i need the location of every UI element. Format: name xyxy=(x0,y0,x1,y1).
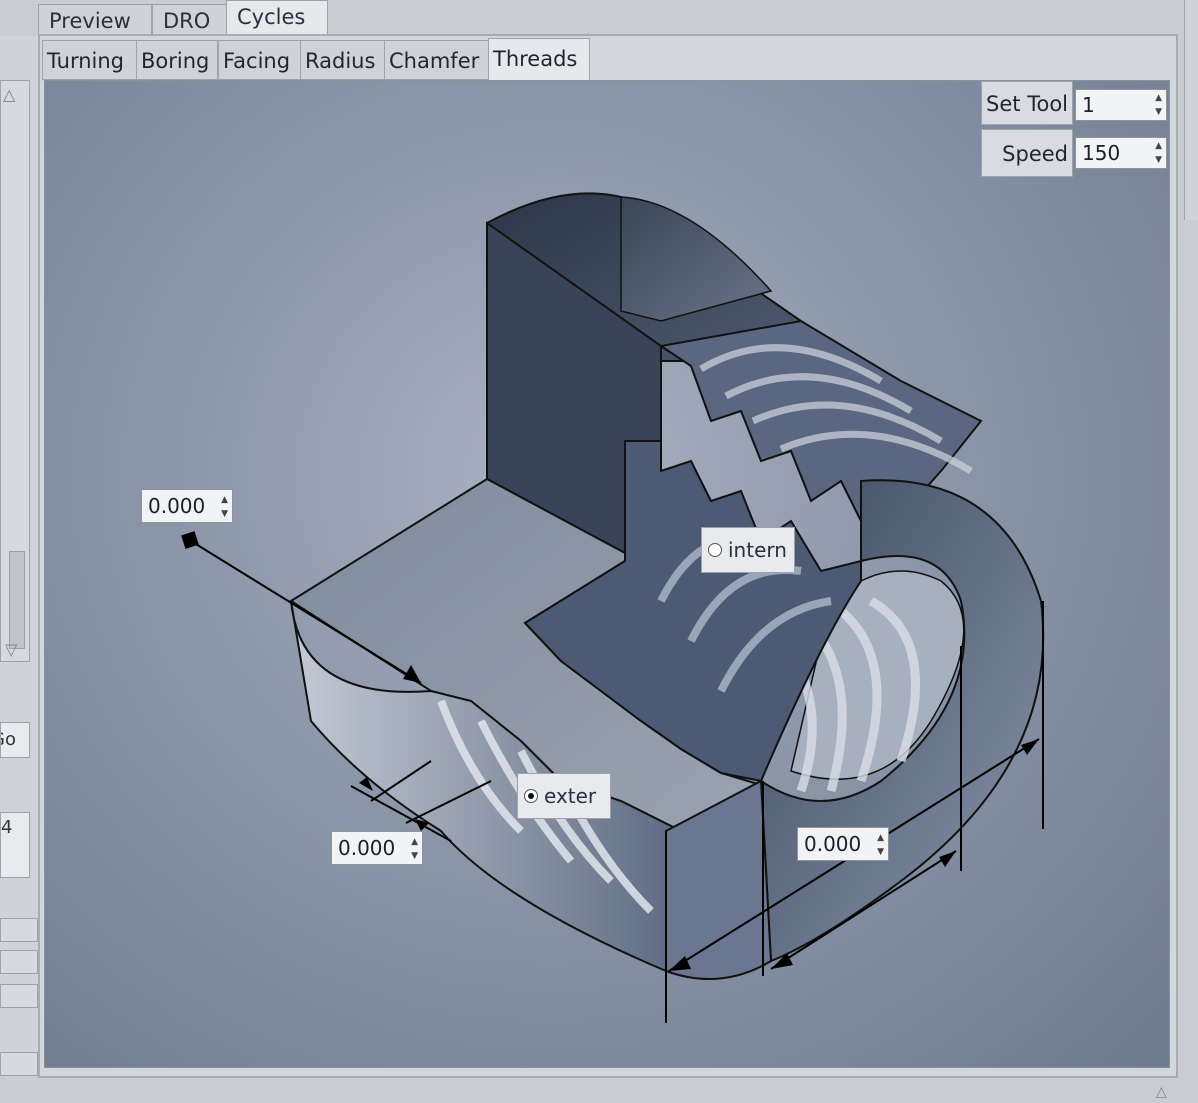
resize-up-icon[interactable]: △ xyxy=(1156,1084,1167,1100)
left-button-2[interactable] xyxy=(0,950,38,974)
pitch-value: 0.000 xyxy=(338,836,396,860)
left-number-field[interactable]: 4 xyxy=(0,812,30,878)
internal-radio-label: intern xyxy=(728,538,787,562)
spin-up-icon[interactable]: ▲ xyxy=(1155,141,1162,151)
tab-threads-label: Threads xyxy=(493,47,578,71)
tab-facing-label: Facing xyxy=(223,49,291,73)
tab-turning-label: Turning xyxy=(47,49,124,73)
set-tool-label-text: Set Tool xyxy=(986,92,1068,116)
pitch-spinbox[interactable]: 0.000 ▲ ▼ xyxy=(331,831,423,865)
thread-diagram-canvas: Set Tool 1 ▲ ▼ Speed 150 ▲ ▼ 0.000 ▲ ▼ 0… xyxy=(44,80,1170,1068)
scrollbar-thumb[interactable] xyxy=(9,551,25,649)
left-panel: △ ▽ Go 4 xyxy=(0,36,40,1076)
tab-turning[interactable]: Turning xyxy=(42,40,138,80)
set-tool-value: 1 xyxy=(1082,93,1095,117)
speed-value: 150 xyxy=(1082,141,1121,165)
radio-checked-icon xyxy=(524,789,538,803)
set-tool-spinbox[interactable]: 1 ▲ ▼ xyxy=(1075,89,1167,121)
external-radio-label: exter xyxy=(544,784,597,808)
set-tool-label: Set Tool xyxy=(981,81,1073,125)
spin-down-icon[interactable]: ▼ xyxy=(877,847,884,857)
spin-down-icon[interactable]: ▼ xyxy=(221,509,228,519)
external-radio[interactable]: exter xyxy=(517,773,611,819)
length-value: 0.000 xyxy=(804,832,862,856)
tab-radius[interactable]: Radius xyxy=(300,40,386,80)
go-button[interactable]: Go xyxy=(0,722,30,758)
spin-up-icon[interactable]: ▲ xyxy=(1155,93,1162,103)
right-scrollbar[interactable] xyxy=(1184,0,1198,220)
spin-up-icon[interactable]: ▲ xyxy=(877,833,884,843)
tab-cycles[interactable]: Cycles xyxy=(226,0,328,37)
tab-dro-label: DRO xyxy=(163,9,211,33)
tab-cycles-label: Cycles xyxy=(237,5,306,29)
tab-chamfer-label: Chamfer xyxy=(389,49,480,73)
thread-diagram xyxy=(181,192,1045,1023)
length-spinbox[interactable]: 0.000 ▲ ▼ xyxy=(797,827,889,861)
speed-spinbox[interactable]: 150 ▲ ▼ xyxy=(1075,137,1167,169)
tab-preview[interactable]: Preview xyxy=(38,4,152,37)
spin-down-icon[interactable]: ▼ xyxy=(411,851,418,861)
tab-preview-label: Preview xyxy=(49,9,131,33)
left-button-4[interactable] xyxy=(0,1052,38,1076)
speed-label: Speed xyxy=(981,129,1073,177)
tab-chamfer[interactable]: Chamfer xyxy=(384,40,490,80)
spin-down-icon[interactable]: ▼ xyxy=(1155,107,1162,117)
left-scrollbar[interactable]: △ ▽ xyxy=(0,80,30,662)
tab-radius-label: Radius xyxy=(305,49,376,73)
tab-facing[interactable]: Facing xyxy=(218,40,302,80)
tab-dro[interactable]: DRO xyxy=(152,4,228,37)
tab-boring-label: Boring xyxy=(141,49,210,73)
spin-up-icon[interactable]: ▲ xyxy=(221,495,228,505)
left-button-3[interactable] xyxy=(0,984,38,1008)
left-number-value: 4 xyxy=(1,817,13,838)
scroll-down-icon[interactable]: ▽ xyxy=(5,640,18,659)
tab-threads[interactable]: Threads xyxy=(488,38,590,82)
spin-down-icon[interactable]: ▼ xyxy=(1155,155,1162,165)
scroll-up-icon[interactable]: △ xyxy=(3,85,16,104)
left-button-1[interactable] xyxy=(0,918,38,942)
spin-up-icon[interactable]: ▲ xyxy=(411,837,418,847)
tab-boring[interactable]: Boring xyxy=(136,40,218,80)
diameter-spinbox[interactable]: 0.000 ▲ ▼ xyxy=(141,489,233,523)
internal-radio[interactable]: intern xyxy=(701,527,795,573)
radio-unchecked-icon xyxy=(708,543,722,557)
go-button-label: Go xyxy=(1,729,16,750)
speed-label-text: Speed xyxy=(1002,142,1068,166)
diameter-value: 0.000 xyxy=(148,494,206,518)
